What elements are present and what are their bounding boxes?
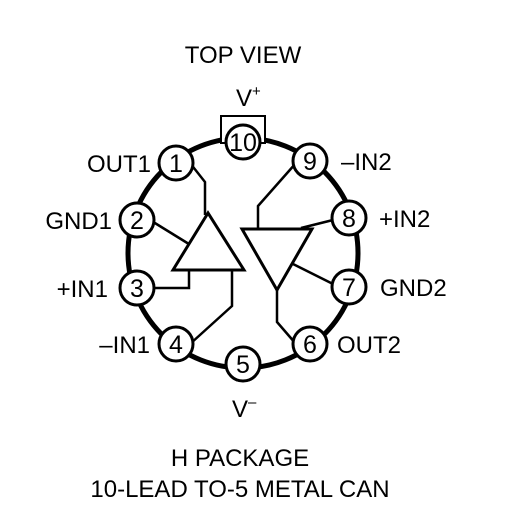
- pin-7-label: GND2: [380, 275, 447, 302]
- pin-1: 1: [157, 144, 195, 182]
- wire-minus-in2: [256, 162, 297, 228]
- pin-3: 3: [118, 269, 156, 307]
- pin-4-label: –IN1: [99, 332, 150, 359]
- pin-9-label: –IN2: [341, 149, 392, 176]
- pin-4-number: 4: [169, 331, 183, 359]
- package-caption-line1: H PACKAGE: [171, 445, 309, 472]
- package-caption-line2: 10-LEAD TO-5 METAL CAN: [90, 476, 389, 503]
- amplifier-2-symbol: [239, 227, 315, 294]
- pin-8: 8: [330, 199, 368, 237]
- v-minus-label: V–: [232, 394, 257, 423]
- wire-out2: [275, 290, 297, 345]
- pin-1-number: 1: [169, 150, 183, 178]
- pin-10-number: 10: [229, 129, 257, 157]
- pin-6: 6: [291, 325, 329, 363]
- wire-out1: [189, 162, 207, 215]
- pin-8-number: 8: [342, 205, 356, 233]
- pin-2-number: 2: [130, 207, 144, 235]
- pin-3-label: +IN1: [57, 276, 108, 303]
- pin-7: 7: [330, 268, 368, 306]
- wire-plus-in1: [150, 270, 191, 290]
- pin-1-label: OUT1: [87, 151, 151, 178]
- amplifier-1-symbol: [170, 210, 247, 272]
- pin-4: 4: [157, 325, 195, 363]
- pin-6-number: 6: [303, 331, 317, 359]
- pin-5-number: 5: [236, 351, 250, 379]
- pin-6-label: OUT2: [337, 332, 401, 359]
- v-plus-label: V+: [236, 83, 261, 112]
- pin-9-number: 9: [303, 148, 317, 176]
- pin-8-label: +IN2: [379, 206, 430, 233]
- internal-wiring: [149, 162, 334, 345]
- wire-gnd2: [292, 262, 334, 286]
- pin-9: 9: [291, 142, 329, 180]
- diagram-title: TOP VIEW: [185, 42, 302, 69]
- pin-10: 10: [224, 123, 262, 161]
- pin-5: 5: [224, 345, 262, 383]
- pin-7-number: 7: [342, 274, 356, 302]
- pin-2-label: GND1: [45, 208, 112, 235]
- pin-3-number: 3: [130, 275, 144, 303]
- pin-2: 2: [118, 201, 156, 239]
- wire-plus-in2: [300, 218, 334, 230]
